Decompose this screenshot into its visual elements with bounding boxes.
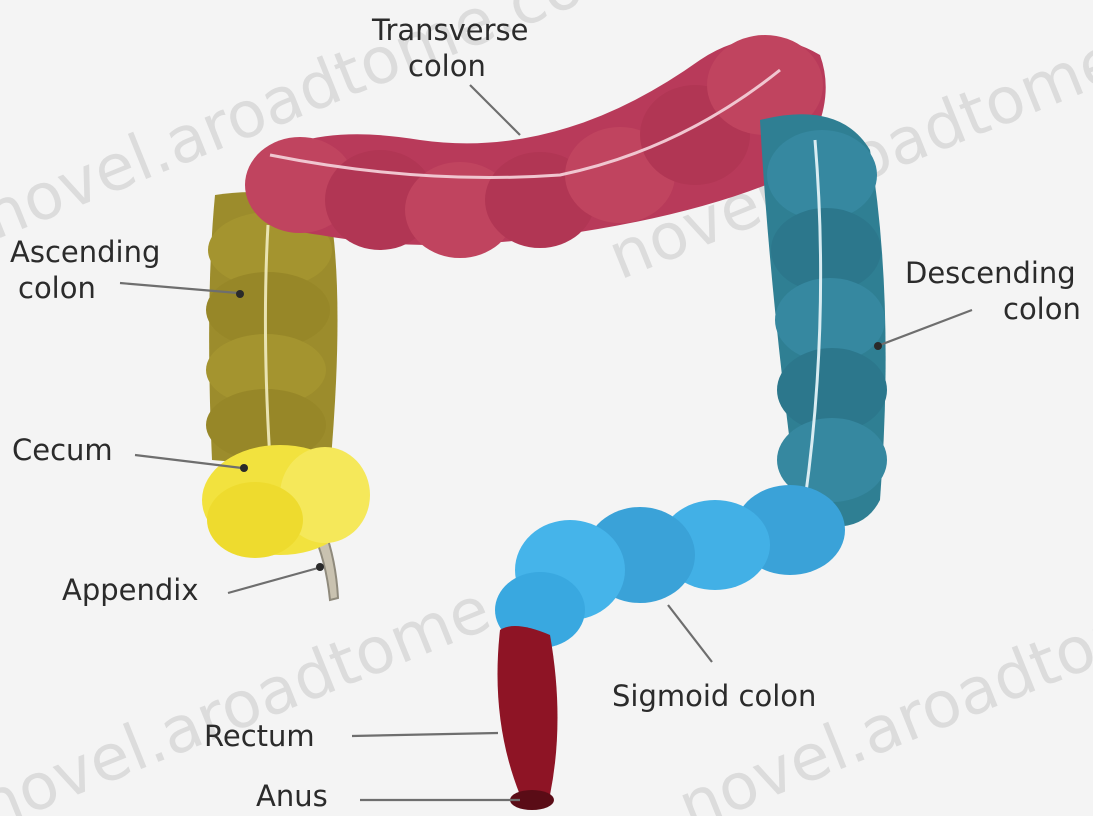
- label-ascending-line2: colon: [18, 271, 96, 305]
- cecum-organ: [202, 445, 370, 558]
- ascending-dot: [236, 290, 244, 298]
- descending-colon-organ: [760, 114, 887, 526]
- label-descending-line2: colon: [1003, 292, 1081, 326]
- appendix-leader: [228, 568, 318, 593]
- label-cecum: Cecum: [12, 433, 113, 467]
- label-transverse-line1: Transverse: [371, 13, 529, 47]
- descending-leader: [880, 310, 972, 345]
- label-anus: Anus: [256, 779, 328, 813]
- sigmoid-colon-organ: [495, 485, 845, 648]
- transverse-leader: [470, 85, 520, 135]
- label-appendix: Appendix: [62, 573, 199, 607]
- label-sigmoid: Sigmoid colon: [612, 679, 816, 713]
- appendix-dot: [316, 563, 324, 571]
- cecum-dot: [240, 464, 248, 472]
- label-transverse-line2: colon: [408, 49, 486, 83]
- sigmoid-leader: [668, 605, 712, 662]
- label-ascending-line1: Ascending: [10, 235, 160, 269]
- descending-dot: [874, 342, 882, 350]
- rectum-organ: [498, 626, 558, 810]
- label-descending-line1: Descending: [905, 256, 1076, 290]
- rectum-leader: [352, 733, 498, 736]
- label-rectum: Rectum: [204, 719, 315, 753]
